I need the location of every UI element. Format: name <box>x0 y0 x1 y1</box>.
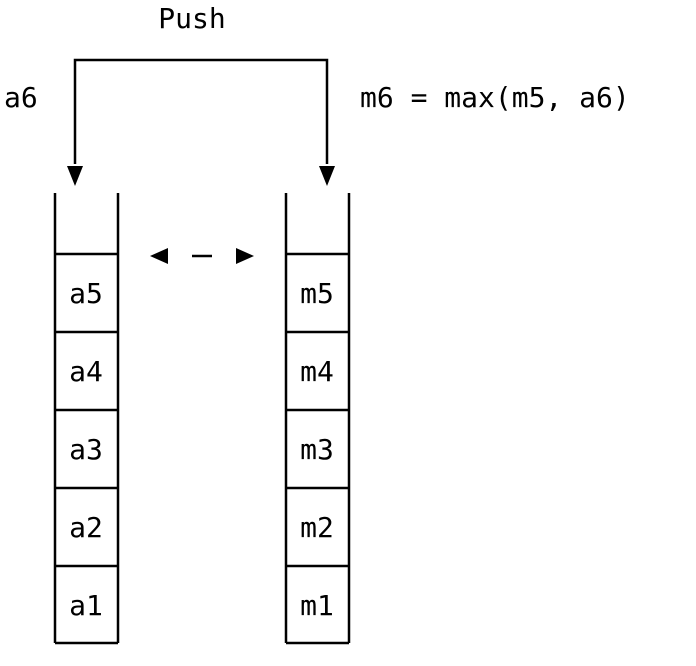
right-stack: m5 m4 m3 m2 m1 <box>284 193 351 645</box>
right-stack-cell: m2 <box>300 511 334 544</box>
left-stack-cell: a4 <box>69 355 103 388</box>
left-stack: a5 a4 a3 a2 a1 <box>53 193 120 645</box>
push-arrow-right <box>319 166 335 186</box>
new-element-label: a6 <box>4 81 38 114</box>
left-stack-cell: a5 <box>69 277 103 310</box>
push-label: Push <box>158 2 225 35</box>
new-max-formula: m6 = max(m5, a6) <box>360 81 630 114</box>
right-stack-cell: m4 <box>300 355 334 388</box>
left-stack-cell: a3 <box>69 433 103 466</box>
left-stack-cell: a2 <box>69 511 103 544</box>
right-stack-cell: m5 <box>300 277 334 310</box>
push-bracket <box>73 58 329 164</box>
sync-double-arrow <box>150 248 254 264</box>
right-stack-cell: m1 <box>300 589 334 622</box>
push-arrow-left <box>67 166 83 186</box>
right-stack-cell: m3 <box>300 433 334 466</box>
left-stack-cell: a1 <box>69 589 103 622</box>
